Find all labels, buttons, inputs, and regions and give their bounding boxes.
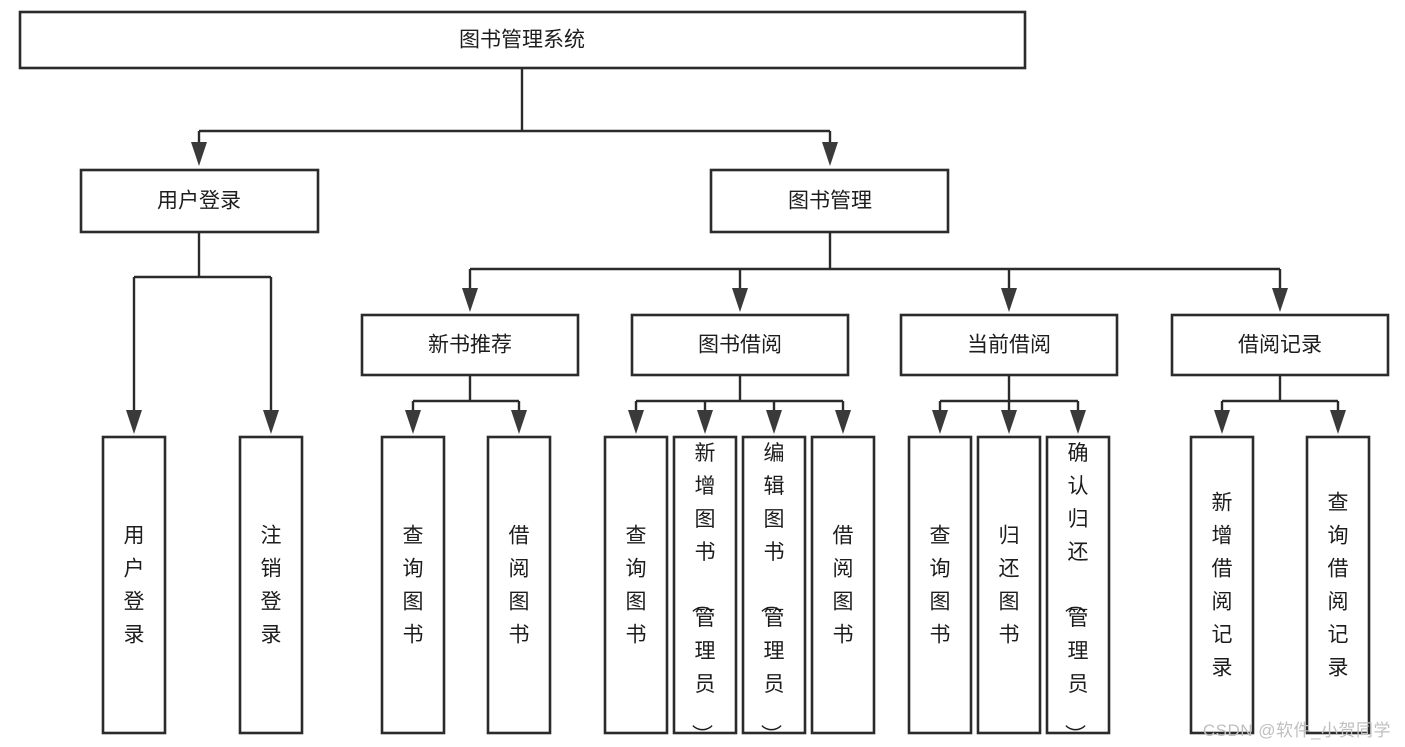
node-leaf-borrow-book-1[interactable]: 借阅图书	[486, 435, 552, 735]
arrow-head-leaf-query-book-2	[628, 410, 644, 434]
node-leaf-edit-book-box[interactable]	[741, 435, 807, 735]
node-leaf-user-logout-box[interactable]	[238, 435, 304, 735]
arrow-head-user-login	[191, 142, 207, 166]
node-root[interactable]: 图书管理系统	[18, 10, 1027, 70]
node-borrow-record-label: 借阅记录	[1238, 334, 1322, 357]
node-new-book-recommend-box[interactable]	[360, 313, 580, 377]
node-leaf-borrow-book-1-box[interactable]	[486, 435, 552, 735]
node-leaf-confirm-return-label: 确认归还（管理员）	[1063, 442, 1089, 745]
leaf-layer: 用户登录 注销登录 查询图书 借阅图书 查询图书 新增图书（管理员）	[101, 435, 1371, 745]
node-leaf-add-record-label: 新增借阅记录	[1212, 492, 1233, 680]
node-leaf-borrow-book-2-box[interactable]	[810, 435, 876, 735]
arrow-head-leaf-borrow-book-1	[511, 410, 527, 434]
arrow-head-leaf-edit-book	[766, 410, 782, 434]
node-leaf-borrow-book-2-label: 借阅图书	[833, 525, 854, 647]
node-leaf-query-book-2[interactable]: 查询图书	[603, 435, 669, 735]
node-book-management-box[interactable]	[709, 168, 950, 234]
node-current-borrow[interactable]: 当前借阅	[899, 313, 1119, 377]
arrow-head-leaf-query-record	[1330, 410, 1346, 434]
node-current-borrow-box[interactable]	[899, 313, 1119, 377]
node-leaf-query-book-3-box[interactable]	[907, 435, 973, 735]
node-new-book-recommend-label: 新书推荐	[428, 334, 512, 357]
node-leaf-user-logout-label: 注销登录	[261, 525, 282, 647]
node-leaf-user-logout[interactable]: 注销登录	[238, 435, 304, 735]
node-leaf-add-book[interactable]: 新增图书（管理员）	[672, 435, 738, 745]
node-leaf-borrow-book-2[interactable]: 借阅图书	[810, 435, 876, 735]
node-current-borrow-label: 当前借阅	[967, 334, 1051, 357]
node-leaf-add-record[interactable]: 新增借阅记录	[1189, 435, 1255, 735]
node-user-login-label: 用户登录	[157, 190, 241, 213]
node-leaf-user-login-box[interactable]	[101, 435, 167, 735]
connector-layer	[126, 68, 1346, 434]
node-leaf-query-record-box[interactable]	[1305, 435, 1371, 735]
arrow-head-leaf-borrow-book-2	[835, 410, 851, 434]
node-leaf-query-book-1[interactable]: 查询图书	[380, 435, 446, 735]
node-new-book-recommend[interactable]: 新书推荐	[360, 313, 580, 377]
csdn-watermark: CSDN @软件_小贺同学	[1202, 721, 1391, 740]
node-root-label: 图书管理系统	[459, 29, 585, 52]
node-borrow-record[interactable]: 借阅记录	[1170, 313, 1390, 377]
node-leaf-query-book-2-box[interactable]	[603, 435, 669, 735]
node-leaf-user-login[interactable]: 用户登录	[101, 435, 167, 735]
node-book-management[interactable]: 图书管理	[709, 168, 950, 234]
node-leaf-edit-book-label: 编辑图书（管理员）	[759, 442, 785, 745]
node-borrow-record-box[interactable]	[1170, 313, 1390, 377]
arrow-head-book-management	[822, 142, 838, 166]
arrow-head-current-borrow	[1001, 288, 1017, 312]
node-leaf-add-book-box[interactable]	[672, 435, 738, 735]
node-leaf-return-book-label: 归还图书	[999, 525, 1020, 647]
arrow-head-leaf-user-logout	[263, 410, 279, 434]
node-leaf-edit-book[interactable]: 编辑图书（管理员）	[741, 435, 807, 745]
node-leaf-add-record-box[interactable]	[1189, 435, 1255, 735]
arrow-head-leaf-query-book-3	[932, 410, 948, 434]
node-book-borrow-label: 图书借阅	[698, 334, 782, 357]
arrow-head-leaf-add-book	[697, 410, 713, 434]
arrow-head-leaf-add-record	[1214, 410, 1230, 434]
arrow-head-leaf-return-book	[1001, 410, 1017, 434]
arrow-head-leaf-query-book-1	[405, 410, 421, 434]
arrow-head-book-borrow	[732, 288, 748, 312]
node-leaf-query-book-3-label: 查询图书	[930, 525, 951, 647]
arrow-head-leaf-user-login	[126, 410, 142, 434]
node-user-login-box[interactable]	[79, 168, 320, 234]
node-root-box[interactable]	[18, 10, 1027, 70]
node-leaf-confirm-return[interactable]: 确认归还（管理员）	[1045, 435, 1111, 745]
node-leaf-query-book-1-label: 查询图书	[403, 525, 424, 647]
arrow-head-new-book-recommend	[462, 288, 478, 312]
node-leaf-query-book-3[interactable]: 查询图书	[907, 435, 973, 735]
node-leaf-query-record[interactable]: 查询借阅记录	[1305, 435, 1371, 735]
node-leaf-add-book-label: 新增图书（管理员）	[690, 442, 716, 745]
node-leaf-query-record-label: 查询借阅记录	[1328, 492, 1349, 680]
arrow-head-leaf-confirm-return	[1070, 410, 1086, 434]
node-leaf-query-book-2-label: 查询图书	[626, 525, 647, 647]
node-leaf-return-book-box[interactable]	[976, 435, 1042, 735]
node-leaf-query-book-1-box[interactable]	[380, 435, 446, 735]
node-user-login[interactable]: 用户登录	[79, 168, 320, 234]
node-leaf-borrow-book-1-label: 借阅图书	[509, 525, 530, 647]
node-leaf-user-login-label: 用户登录	[124, 525, 145, 647]
node-leaf-confirm-return-box[interactable]	[1045, 435, 1111, 735]
arrow-head-borrow-record	[1272, 288, 1288, 312]
node-book-borrow-box[interactable]	[630, 313, 850, 377]
node-leaf-return-book[interactable]: 归还图书	[976, 435, 1042, 735]
node-book-borrow[interactable]: 图书借阅	[630, 313, 850, 377]
node-book-management-label: 图书管理	[788, 190, 872, 213]
